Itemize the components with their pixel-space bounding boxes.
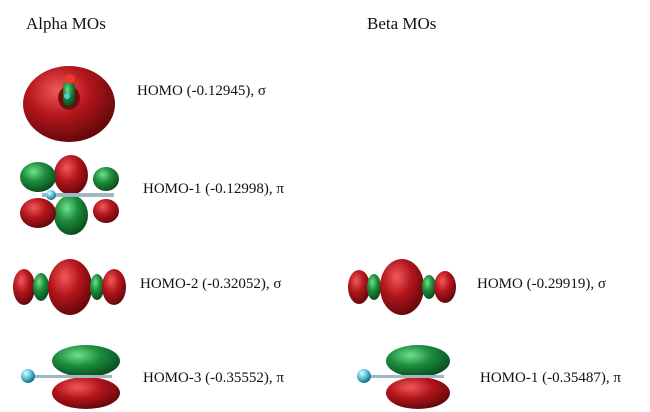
alpha-homo-label: HOMO (-0.12945), σ <box>137 83 266 99</box>
alpha-homo-3-label: HOMO-3 (-0.35552), π <box>143 370 284 386</box>
beta-mos-heading: Beta MOs <box>367 14 437 33</box>
beta-homo-orbital <box>348 259 456 315</box>
alpha-homo-orbital <box>23 66 115 142</box>
beta-homo-label: HOMO (-0.29919), σ <box>477 276 606 292</box>
alpha-mos-heading: Alpha MOs <box>26 14 106 33</box>
alpha-homo-2-label: HOMO-2 (-0.32052), σ <box>140 276 282 292</box>
alpha-homo-1-orbital <box>20 155 119 235</box>
beta-homo-1-label: HOMO-1 (-0.35487), π <box>480 370 621 386</box>
alpha-homo-3-orbital <box>21 345 120 409</box>
alpha-homo-2-orbital <box>13 259 126 315</box>
beta-homo-1-orbital <box>357 345 450 409</box>
alpha-homo-1-label: HOMO-1 (-0.12998), π <box>143 181 284 197</box>
